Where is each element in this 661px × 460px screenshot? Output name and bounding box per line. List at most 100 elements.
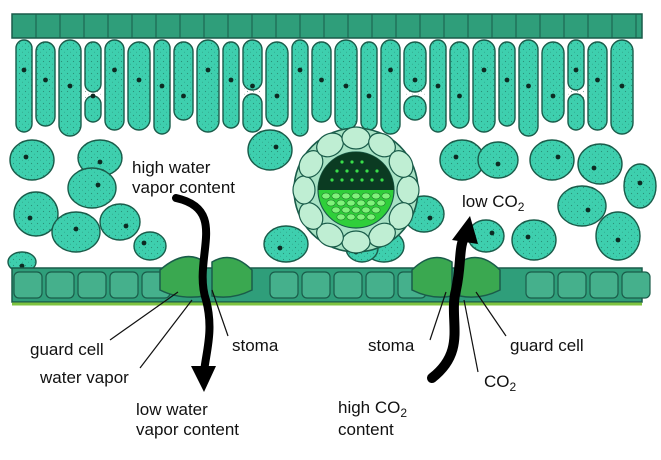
palisade-cell-texture (499, 42, 515, 126)
spongy-cell-texture (100, 204, 140, 240)
leader-guard-cell-right (475, 291, 507, 337)
palisade-cell-texture (174, 42, 193, 120)
phloem-cell (351, 192, 361, 200)
label-low-water-line1: low water (136, 400, 208, 419)
spongy-nucleus (23, 154, 29, 160)
bundle-sheath-cell (341, 126, 371, 150)
lower-epidermis-cell (525, 271, 555, 299)
xylem-speck (345, 169, 349, 173)
bundle-sheath-cell (341, 230, 371, 254)
phloem-cell (351, 206, 361, 214)
phloem-cell (346, 213, 356, 221)
label-low-co2-sub: 2 (517, 200, 525, 214)
palisade-cell-texture (542, 42, 564, 122)
xylem-speck (330, 178, 334, 182)
palisade-nucleus (526, 83, 531, 89)
spongy-nucleus (123, 223, 129, 229)
spongy-nucleus (427, 215, 433, 221)
spongy-nucleus (495, 161, 501, 167)
lower-epidermis (11, 267, 651, 306)
label-stoma-left: stoma (232, 336, 279, 355)
spongy-cell-texture (512, 220, 556, 260)
water-vapor-arrow (172, 194, 216, 392)
palisade-nucleus (159, 83, 165, 89)
spongy-nucleus (615, 237, 621, 243)
lower-epidermis-cell (13, 271, 43, 299)
palisade-cell-texture (450, 42, 469, 128)
co2-arrow (427, 216, 478, 383)
spongy-cell-texture (14, 192, 58, 236)
palisade-nucleus (67, 83, 73, 89)
palisade-nucleus (457, 93, 462, 99)
palisade-cell-texture (588, 42, 607, 130)
label-co2: CO2 (484, 372, 516, 393)
spongy-nucleus (95, 182, 101, 188)
palisade-nucleus (136, 77, 142, 83)
palisade-nucleus (112, 67, 117, 73)
spongy-nucleus (141, 240, 147, 246)
spongy-cell-texture (10, 140, 54, 180)
palisade-nucleus (319, 77, 324, 83)
label-water-vapor: water vapor (40, 368, 129, 387)
label-low-co2: low CO2 (462, 192, 525, 214)
spongy-nucleus (73, 226, 79, 232)
spongy-nucleus (273, 144, 279, 150)
phloem-cell (336, 213, 346, 221)
lower-epidermis-cell (77, 271, 107, 299)
vascular-bundle (292, 126, 420, 254)
palisade-nucleus (343, 83, 349, 89)
spongy-cell-texture (558, 186, 606, 226)
phloem-cell (326, 199, 336, 207)
bundle-sheath-cell (396, 175, 420, 205)
spongy-cell-texture (134, 232, 166, 260)
leader-co2 (463, 299, 479, 373)
palisade-nucleus (366, 93, 372, 99)
palisade-nucleus (181, 93, 186, 99)
lower-epidermis-cell (269, 271, 299, 299)
phloem-cell (376, 199, 386, 207)
bundle-sheath-cell (388, 150, 414, 178)
spongy-cell-texture (68, 168, 116, 208)
palisade-nucleus (205, 67, 211, 73)
lower-epidermis-cell (557, 271, 587, 299)
label-guard-cell-left: guard cell (30, 340, 104, 359)
xylem-speck (370, 178, 374, 182)
lower-epidermis-cell (301, 271, 331, 299)
spongy-nucleus (555, 154, 561, 160)
spongy-cell-texture (8, 252, 36, 272)
phloem-cell (341, 192, 351, 200)
lower-epidermis-cell (109, 271, 139, 299)
phloem-cell (356, 213, 366, 221)
palisade-cell-texture (36, 42, 55, 126)
palisade-layer (15, 39, 634, 137)
lower-epidermis-cell (333, 271, 363, 299)
label-low-co2-text: low CO (462, 192, 518, 211)
xylem-speck (375, 169, 379, 173)
phloem-cell (341, 206, 351, 214)
spongy-cell-texture (440, 140, 484, 180)
xylem-speck (360, 178, 364, 182)
palisade-nucleus (43, 77, 48, 83)
lower-epidermis-cell (45, 271, 75, 299)
phloem-cell (331, 192, 341, 200)
palisade-nucleus (90, 93, 96, 99)
spongy-nucleus (97, 159, 103, 165)
palisade-nucleus (250, 83, 255, 89)
xylem-speck (340, 160, 344, 164)
phloem-cell (336, 199, 346, 207)
xylem-speck (380, 178, 384, 182)
lower-epidermis-cell (365, 271, 395, 299)
leader-stoma-left (211, 289, 229, 337)
label-stoma-right: stoma (368, 336, 415, 355)
xylem-speck (360, 160, 364, 164)
label-co2-text: CO (484, 372, 510, 391)
palisade-cell-texture (292, 40, 308, 136)
palisade-cell-texture (16, 40, 32, 132)
palisade-cell-texture (266, 42, 288, 126)
xylem-speck (340, 178, 344, 182)
xylem-speck (365, 169, 369, 173)
guard-cells-right (411, 256, 501, 298)
palisade-nucleus (550, 93, 556, 99)
palisade-nucleus (274, 93, 280, 99)
